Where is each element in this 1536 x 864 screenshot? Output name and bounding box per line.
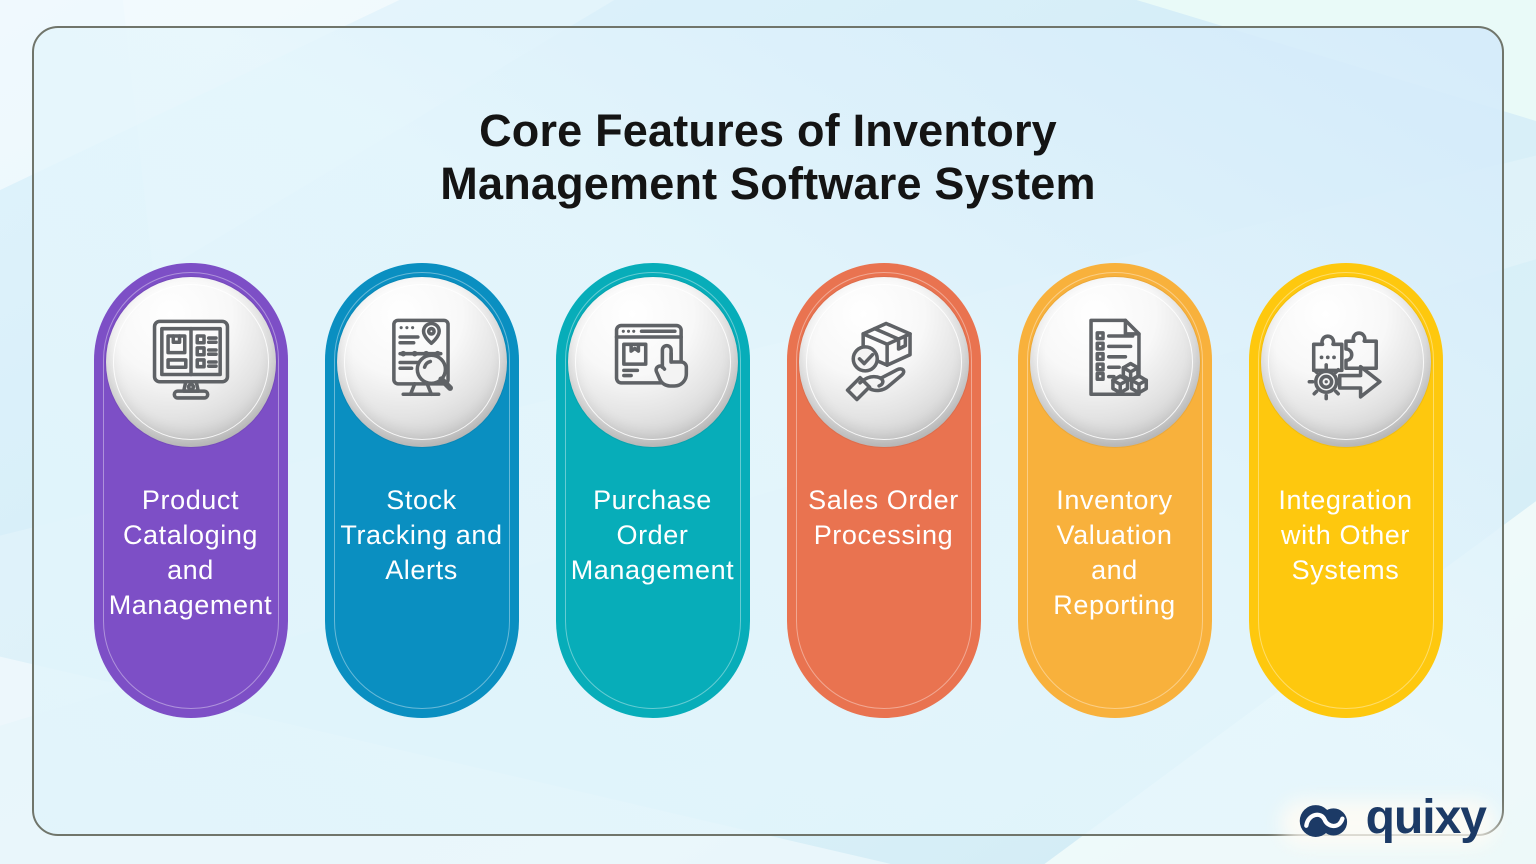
feature-card-inventory-valuation: Inventory Valuation and Reporting [1017, 263, 1212, 718]
icon-circle [798, 277, 969, 447]
feature-label: Stock Tracking and Alerts [340, 485, 503, 585]
product-cataloging-monitor-icon [152, 319, 229, 400]
icon-circle [1029, 277, 1200, 447]
feature-card-purchase-order: Purchase Order Management [555, 263, 750, 718]
feature-label: Purchase Order Management [570, 485, 735, 585]
feature-label: Integration with Other Systems [1278, 485, 1413, 585]
sales-order-hand-box-icon [845, 321, 912, 402]
integration-puzzle-gear-icon [1307, 331, 1382, 401]
icon-circle [105, 277, 276, 447]
quixy-logo-mark-icon [1299, 805, 1347, 837]
feature-label: Inventory Valuation and Reporting [1053, 485, 1176, 620]
stock-tracking-monitor-icon [391, 318, 453, 397]
feature-card-integration: Integration with Other Systems [1248, 263, 1443, 718]
feature-card-product-cataloging: Product Cataloging and Management [93, 263, 288, 718]
icon-circle [336, 277, 507, 447]
quixy-logo-text: quixy [1365, 791, 1487, 844]
feature-card-sales-order: Sales Order Processing [786, 263, 981, 718]
purchase-order-click-icon [614, 323, 688, 388]
feature-label: Product Cataloging and Management [108, 485, 273, 620]
page-title: Core Features of Inventory Management So… [440, 105, 1096, 209]
feature-cards-row: Product Cataloging and Management [0, 263, 1536, 718]
icon-circle [567, 277, 738, 447]
inventory-valuation-checklist-icon [1088, 318, 1148, 397]
feature-card-stock-tracking: Stock Tracking and Alerts [324, 263, 519, 718]
icon-circle [1260, 277, 1431, 447]
feature-label: Sales Order Processing [808, 485, 959, 550]
quixy-logo: quixy [1296, 791, 1487, 848]
